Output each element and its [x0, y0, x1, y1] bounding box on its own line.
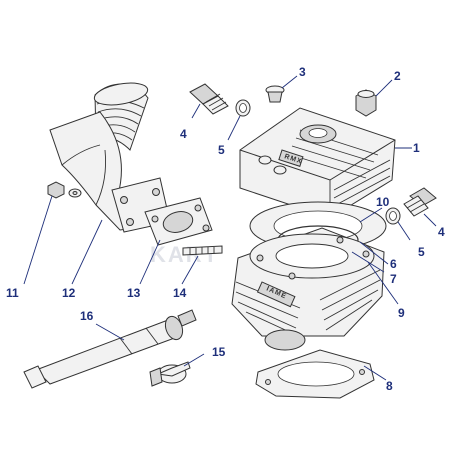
callout-10: 10 — [376, 195, 390, 209]
callout-1: 1 — [413, 141, 420, 155]
callout-13: 13 — [127, 286, 141, 300]
callout-12: 12 — [62, 286, 76, 300]
part-intake-manifold — [49, 82, 171, 233]
callout-4-right: 4 — [438, 225, 445, 239]
part-silencer — [23, 309, 197, 389]
callout-6: 6 — [390, 257, 397, 271]
part-clamp — [149, 361, 191, 387]
callout-16: 16 — [80, 309, 94, 323]
part-washer-right — [385, 207, 401, 225]
part-intake-gasket — [144, 197, 213, 246]
part-stud — [182, 245, 223, 256]
callout-labels: 1 2 3 4 4 5 5 6 7 8 9 10 11 12 13 14 15 … — [6, 65, 445, 393]
callout-2: 2 — [394, 69, 401, 83]
leader-lines — [23, 75, 437, 381]
part-nut-washer — [47, 181, 82, 199]
callout-5-right: 5 — [418, 245, 425, 259]
part-fitting-upper — [189, 83, 229, 115]
callout-7: 7 — [390, 272, 397, 286]
part-fitting-right — [403, 187, 437, 217]
callout-4-upper: 4 — [180, 127, 187, 141]
callout-3: 3 — [299, 65, 306, 79]
callout-15: 15 — [212, 345, 226, 359]
callout-11: 11 — [6, 286, 19, 300]
part-washer-upper — [235, 99, 251, 117]
part-plug — [265, 85, 285, 103]
callout-5-upper: 5 — [218, 143, 225, 157]
part-cylinder: IAME — [231, 227, 385, 351]
callout-9: 9 — [398, 306, 405, 320]
part-base-gasket — [255, 349, 375, 399]
part-hex-nut — [355, 89, 377, 117]
callout-8: 8 — [386, 379, 393, 393]
part-head-cover: RMX — [239, 107, 396, 219]
callout-14: 14 — [173, 286, 187, 300]
